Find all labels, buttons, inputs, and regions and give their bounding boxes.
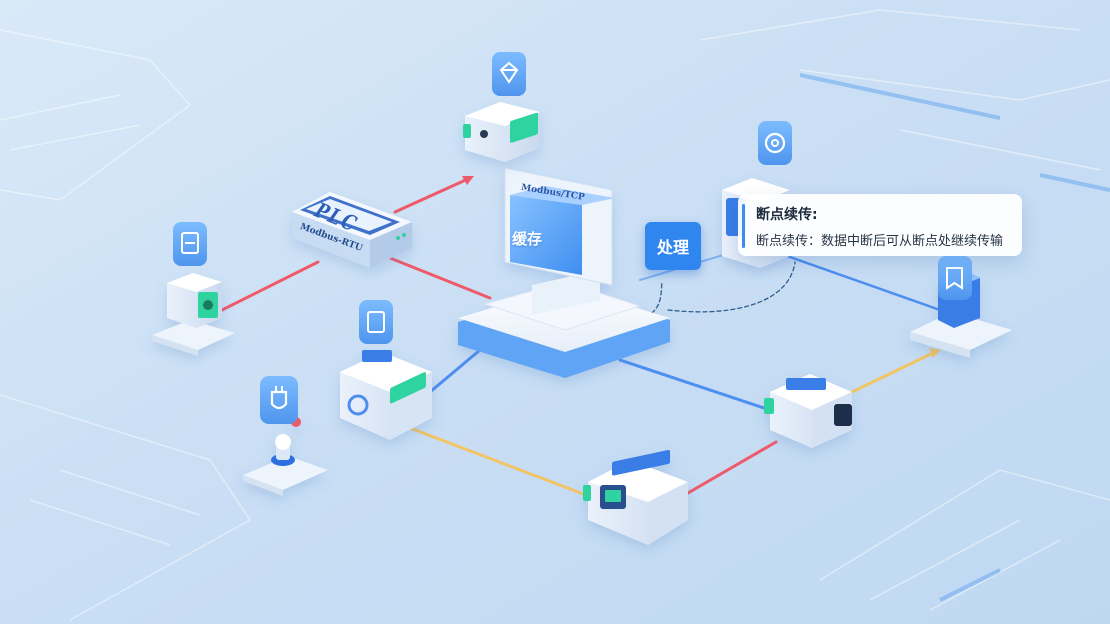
link-red-bottom-to-right	[686, 440, 778, 495]
power-plug-icon	[260, 376, 298, 424]
node-right-device[interactable]	[764, 374, 852, 448]
switch-device[interactable]	[292, 192, 412, 268]
shield-icon	[492, 52, 526, 96]
email-icon	[758, 121, 792, 165]
node-bottom-device[interactable]	[583, 449, 688, 545]
bookmark-icon	[938, 256, 972, 300]
resume-transfer-tooltip: 断点续传: 断点续传：数据中断后可从断点处继续传输	[738, 194, 1022, 256]
dashed-link-curve-2	[667, 261, 796, 313]
process-badge[interactable]: 处理	[645, 222, 701, 270]
link-red-switch-to-top	[393, 176, 472, 214]
tooltip-accent-bar	[742, 204, 745, 248]
link-blue-server-to-left	[428, 348, 482, 394]
arrow-head-red	[462, 176, 474, 185]
tooltip-title: 断点续传:	[756, 207, 818, 223]
link-yellow-left-to-bottom	[408, 426, 588, 497]
node-left-file[interactable]	[340, 350, 432, 440]
node-left-document[interactable]	[152, 273, 235, 356]
process-badge-label: 处理	[656, 238, 689, 257]
link-red-left-to-switch	[220, 260, 320, 312]
cache-label: 缓存	[511, 230, 542, 248]
arrow-head-yellow	[929, 348, 941, 358]
background-blue-traces	[799, 73, 1110, 602]
central-cache-server[interactable]	[458, 167, 670, 378]
file-icon	[359, 300, 393, 344]
link-red-switch-to-server	[383, 254, 492, 300]
link-blue-right-arm	[768, 248, 942, 312]
document-icon	[173, 222, 207, 266]
node-top-shield[interactable]	[463, 102, 540, 162]
node-bottom-left-plug[interactable]	[243, 417, 328, 496]
link-blue-server-to-right	[618, 358, 772, 412]
tooltip-body: 断点续传：数据中断后可从断点处继续传输	[756, 234, 1004, 249]
background-circuit-panels	[0, 9, 1110, 621]
link-yellow-right-to-far	[850, 350, 937, 394]
